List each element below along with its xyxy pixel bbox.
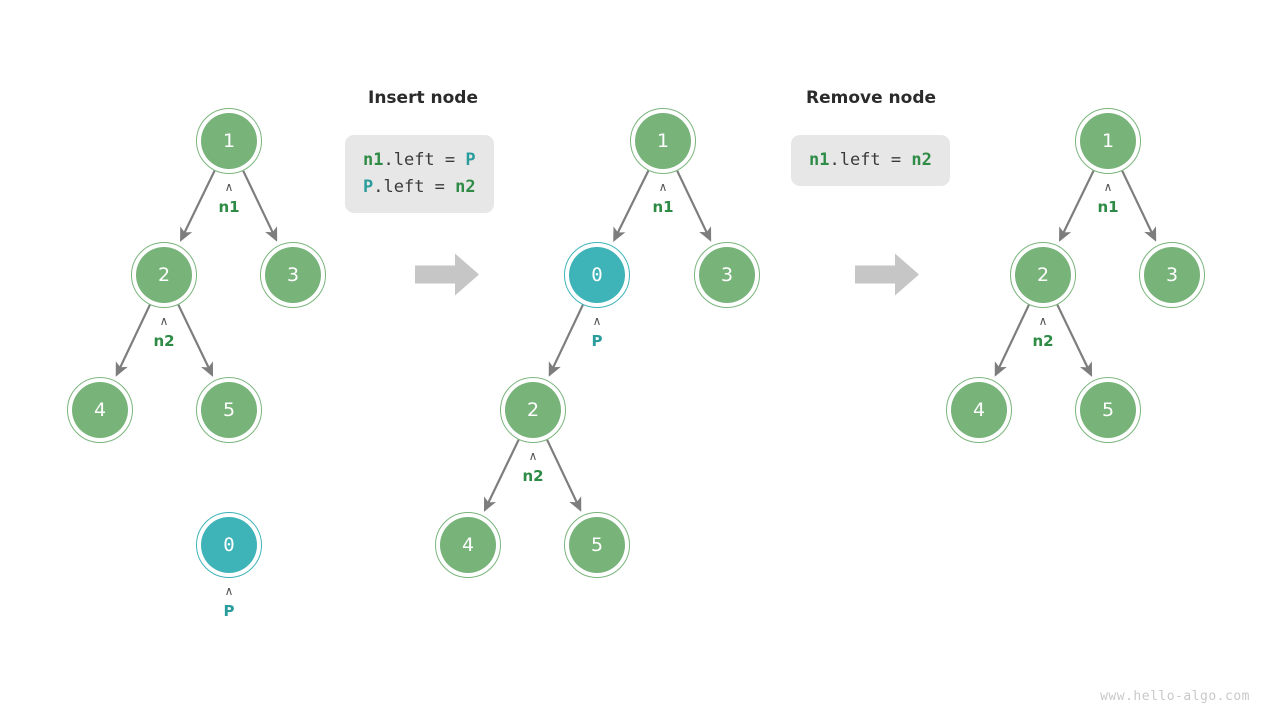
node-outer-ring <box>1075 377 1141 443</box>
code-line: n1.left = n2 <box>809 147 932 174</box>
panel-title-insert: Insert node <box>368 88 478 108</box>
code-token: n1 <box>809 150 830 170</box>
node-value: 0 <box>591 263 603 286</box>
node-outer-ring <box>1075 108 1141 174</box>
pointer-n1: ∧ n1 <box>623 180 703 216</box>
transition-arrow-1-icon <box>413 252 481 303</box>
pointer-label: n2 <box>522 467 544 485</box>
node-value: 4 <box>93 398 107 421</box>
code-token: n2 <box>455 177 476 197</box>
node-outer-ring <box>564 242 630 308</box>
caret-up-icon: ∧ <box>159 314 169 328</box>
node-outer-ring <box>946 377 1012 443</box>
node-outer-ring <box>1010 242 1076 308</box>
tree-node-5: 5 <box>1075 377 1141 443</box>
caret-up-icon: ∧ <box>1038 314 1048 328</box>
code-token: .left = <box>383 150 466 170</box>
tree-node-1: 1 <box>630 108 696 174</box>
code-box-remove: n1.left = n2 <box>791 135 950 186</box>
tree-node-3: 3 <box>1139 242 1205 308</box>
node-value: 2 <box>157 263 171 286</box>
node-value: 1 <box>222 129 236 152</box>
pointer-label: n1 <box>1097 198 1119 216</box>
tree-node-4: 4 <box>67 377 133 443</box>
code-token: .left = <box>829 150 912 170</box>
caret-up-icon: ∧ <box>592 314 602 328</box>
pointer-n2: ∧ n2 <box>124 314 204 350</box>
node-outer-ring <box>196 377 262 443</box>
tree-node-2: 2 <box>131 242 197 308</box>
caret-up-icon: ∧ <box>224 584 234 598</box>
node-outer-ring <box>260 242 326 308</box>
code-token: .left = <box>373 177 456 197</box>
tree-node-2: 2 <box>500 377 566 443</box>
node-outer-ring <box>1139 242 1205 308</box>
tree-node-0: 0 <box>564 242 630 308</box>
pointer-label: n1 <box>218 198 240 216</box>
tree-node-0: 0 <box>196 512 262 578</box>
tree-node-5: 5 <box>196 377 262 443</box>
tree-node-3: 3 <box>694 242 760 308</box>
pointer-p-detached: ∧P <box>189 584 269 620</box>
watermark: www.hello-algo.com <box>1100 689 1250 704</box>
pointer-label: P <box>223 602 235 620</box>
pointer-label: P <box>591 332 603 350</box>
node-outer-ring <box>196 512 262 578</box>
node-value: 5 <box>1101 398 1115 421</box>
pointer-label: n2 <box>153 332 175 350</box>
tree-node-3: 3 <box>260 242 326 308</box>
pointer-p: ∧P <box>557 314 637 350</box>
pointer-n1: ∧ n1 <box>1068 180 1148 216</box>
pointer-n2: ∧ n2 <box>1003 314 1083 350</box>
node-value: 2 <box>1036 263 1050 286</box>
caret-up-icon: ∧ <box>1103 180 1113 194</box>
node-value: 3 <box>286 263 300 286</box>
pointer-n2: ∧ n2 <box>493 449 573 485</box>
node-value: 3 <box>720 263 734 286</box>
node-outer-ring <box>196 108 262 174</box>
caret-up-icon: ∧ <box>224 180 234 194</box>
tree-node-5: 5 <box>564 512 630 578</box>
node-outer-ring <box>500 377 566 443</box>
code-token: n1 <box>363 150 384 170</box>
node-outer-ring <box>694 242 760 308</box>
code-line: n1.left = P <box>363 147 476 174</box>
code-token: P <box>363 177 374 197</box>
tree-node-1: 1 <box>1075 108 1141 174</box>
node-value: 1 <box>656 129 670 152</box>
node-outer-ring <box>564 512 630 578</box>
node-value: 3 <box>1165 263 1179 286</box>
node-outer-ring <box>67 377 133 443</box>
caret-up-icon: ∧ <box>658 180 668 194</box>
tree-node-1: 1 <box>196 108 262 174</box>
tree-node-4: 4 <box>435 512 501 578</box>
pointer-label: n2 <box>1032 332 1054 350</box>
tree-node-4: 4 <box>946 377 1012 443</box>
code-token: n2 <box>911 150 932 170</box>
node-value: 2 <box>526 398 540 421</box>
tree-node-2: 2 <box>1010 242 1076 308</box>
node-value: 0 <box>223 533 235 556</box>
node-outer-ring <box>435 512 501 578</box>
node-value: 5 <box>222 398 236 421</box>
node-outer-ring <box>131 242 197 308</box>
node-value: 1 <box>1101 129 1115 152</box>
transition-arrow-2-icon <box>853 252 921 303</box>
code-token: P <box>465 150 476 170</box>
pointer-n1: ∧ n1 <box>189 180 269 216</box>
node-outer-ring <box>630 108 696 174</box>
node-value: 5 <box>590 533 604 556</box>
panel-title-remove: Remove node <box>806 88 937 108</box>
pointer-label: n1 <box>652 198 674 216</box>
caret-up-icon: ∧ <box>528 449 538 463</box>
node-value: 4 <box>972 398 986 421</box>
node-value: 4 <box>461 533 475 556</box>
code-line: P.left = n2 <box>363 174 476 201</box>
